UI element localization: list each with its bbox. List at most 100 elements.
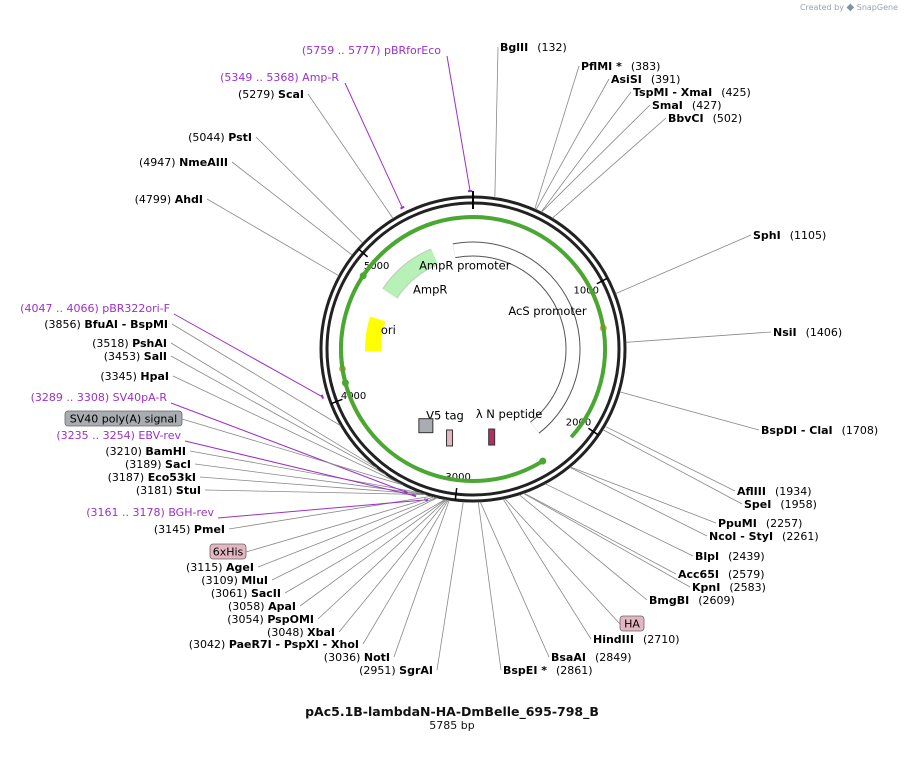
- site-label: (3210) BamHI: [105, 445, 186, 458]
- site-leader: [338, 499, 448, 633]
- site-leader: [362, 499, 449, 645]
- site-leader: [393, 500, 450, 658]
- feature-box-label: HA: [624, 618, 640, 631]
- tick-label: 5000: [364, 261, 389, 272]
- site-label: (2951) SgrAI: [359, 664, 433, 677]
- green-arrow: [361, 221, 433, 277]
- feature-leader: [245, 496, 435, 553]
- site-leader: [552, 117, 667, 219]
- plasmid-name: pAc5.1B-lambdaN-HA-DmBelle_695-798_B: [305, 704, 599, 719]
- primer-leader: [217, 499, 427, 519]
- site-label: (3115) AgeI: [186, 561, 254, 574]
- site-leader: [231, 161, 353, 256]
- site-leader: [604, 425, 736, 492]
- site-label: BmgBI(2609): [649, 594, 735, 607]
- site-label: (4947) NmeAIII: [139, 156, 228, 169]
- primer-leader: [170, 402, 406, 493]
- site-leader: [479, 501, 550, 658]
- site-leader: [206, 198, 339, 277]
- site-leader: [257, 497, 437, 568]
- site-label: NsiI(1406): [773, 326, 842, 339]
- site-label: BbvCI(502): [668, 112, 742, 125]
- site-label: AsiSI(391): [611, 73, 680, 86]
- site-label: (5044) PstI: [188, 131, 252, 144]
- site-label: SmaI(427): [652, 99, 722, 112]
- feature-box-label: SV40 poly(A) signal: [70, 413, 177, 426]
- site-label: Acc65I(2579): [678, 568, 765, 581]
- site-label: SpeI(1958): [744, 498, 817, 511]
- site-label: (3345) HpaI: [100, 370, 169, 383]
- site-leader: [535, 78, 610, 210]
- site-leader: [519, 494, 648, 601]
- site-leader: [436, 501, 464, 671]
- site-leader: [204, 489, 426, 495]
- site-label: BglII(132): [500, 41, 567, 54]
- site-leader: [170, 342, 378, 469]
- site-label: NcoI - StyI(2261): [709, 530, 819, 543]
- site-leader: [171, 323, 341, 426]
- tick-mark: [330, 398, 343, 405]
- site-leader: [494, 46, 499, 198]
- primer-label: (5759 .. 5777) pBRforEco: [302, 44, 441, 57]
- primer-mark: [320, 394, 324, 400]
- site-label: (3058) ApaI: [228, 600, 296, 613]
- site-leader: [534, 65, 580, 210]
- site-label: PpuMI(2257): [718, 517, 802, 530]
- site-label: BsaAI(2849): [551, 651, 632, 664]
- site-leader: [541, 104, 651, 213]
- feature-box: [64, 410, 183, 427]
- site-label: BspDI - ClaI(1708): [761, 424, 878, 437]
- site-leader: [299, 499, 446, 607]
- primer-label: (3161 .. 3178) BGH-rev: [86, 506, 214, 519]
- site-label: (3856) BfuAI - BspMI: [44, 318, 168, 331]
- site-label: (3042) PaeR7I - PspXI - XhoI: [189, 638, 359, 651]
- site-label: (3061) SacII: [211, 587, 281, 600]
- green-arrow-head: [359, 272, 367, 280]
- n-peptide-label: λ N peptide: [476, 407, 542, 421]
- site-leader: [569, 467, 708, 537]
- primer-mark: [403, 490, 408, 494]
- sv40-marker: [418, 418, 434, 434]
- tick-label: 2000: [566, 417, 591, 428]
- site-label: (3048) XbaI: [267, 626, 335, 639]
- site-label: TspMI - XmaI(425): [633, 86, 751, 99]
- primer-leader: [446, 55, 471, 192]
- site-leader: [255, 136, 364, 244]
- site-leader: [271, 497, 438, 581]
- site-leader: [170, 355, 386, 475]
- amp-label: AmpR: [413, 283, 447, 297]
- site-leader: [619, 391, 760, 431]
- primer-label: (3289 .. 3308) SV40pA-R: [31, 391, 168, 404]
- site-label: BlpI(2439): [695, 550, 765, 563]
- site-leader: [477, 501, 502, 671]
- credit-brand: SnapGene: [856, 3, 898, 12]
- feature-leader: [181, 418, 404, 486]
- amp-promoter-label: AmpR promoter: [419, 258, 511, 272]
- site-leader: [570, 466, 717, 524]
- site-label: (5279) ScaI: [238, 88, 304, 101]
- primer-label: (4047 .. 4066) pBR322ori-F: [20, 302, 170, 315]
- site-label: (3181) StuI: [136, 484, 201, 497]
- site-label: BspEI *(2861): [503, 664, 593, 677]
- primer-label: (5349 .. 5368) Amp-R: [220, 71, 339, 84]
- site-label: PflMI *(383): [581, 60, 660, 73]
- tick-label: 4000: [341, 391, 366, 402]
- tick-mark: [596, 277, 608, 285]
- tick-mark: [588, 427, 599, 436]
- site-leader: [284, 499, 446, 594]
- site-leader: [625, 331, 772, 343]
- site-label: (3109) MluI: [201, 574, 268, 587]
- site-label: (3518) PshAI: [92, 337, 167, 350]
- primer-mark: [411, 493, 417, 498]
- site-leader: [615, 234, 752, 294]
- site-leader: [317, 499, 447, 620]
- primer-label: (3235 .. 3254) EBV-rev: [56, 429, 181, 442]
- feature-leader: [504, 498, 621, 625]
- feature-box: [619, 615, 645, 632]
- green-arrow: [339, 342, 348, 384]
- v5-tag-label: V5 tag: [426, 409, 464, 423]
- green-arrow-head: [341, 379, 349, 387]
- site-leader: [523, 492, 677, 575]
- ha-marker: [488, 428, 496, 446]
- primer-mark: [400, 205, 405, 210]
